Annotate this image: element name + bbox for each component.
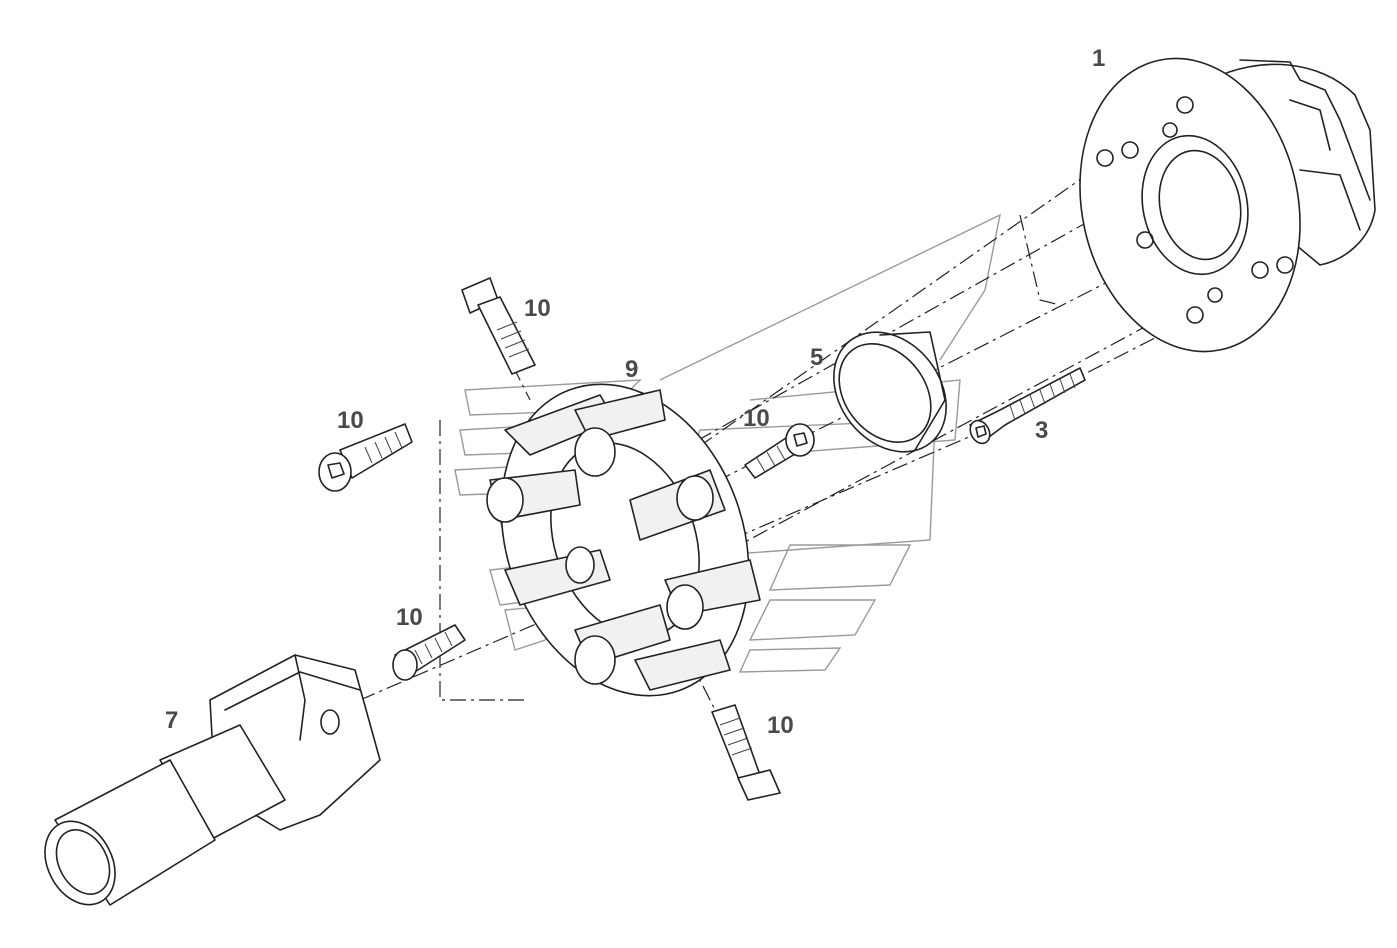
- shaft: [44, 654, 381, 906]
- label-part-9: 9: [625, 356, 638, 383]
- long-screw: [969, 367, 1086, 445]
- screw-top: [461, 277, 536, 375]
- screw-left: [318, 423, 413, 492]
- label-part-1: 1: [1092, 45, 1105, 72]
- label-part-10-bottom: 10: [767, 712, 794, 739]
- label-part-5: 5: [810, 344, 823, 371]
- screw-bottom: [711, 704, 781, 801]
- label-part-3: 3: [1035, 417, 1048, 444]
- label-part-10-left: 10: [337, 407, 364, 434]
- coupling: [486, 383, 761, 697]
- label-part-10-lower: 10: [396, 604, 423, 631]
- label-part-10-top: 10: [524, 295, 551, 322]
- hub-flange: [1079, 57, 1376, 353]
- screw-lower: [392, 624, 466, 681]
- ring: [833, 331, 947, 453]
- label-part-10-mid: 10: [743, 405, 770, 432]
- screw-mid: [744, 423, 815, 479]
- label-part-7: 7: [165, 707, 178, 734]
